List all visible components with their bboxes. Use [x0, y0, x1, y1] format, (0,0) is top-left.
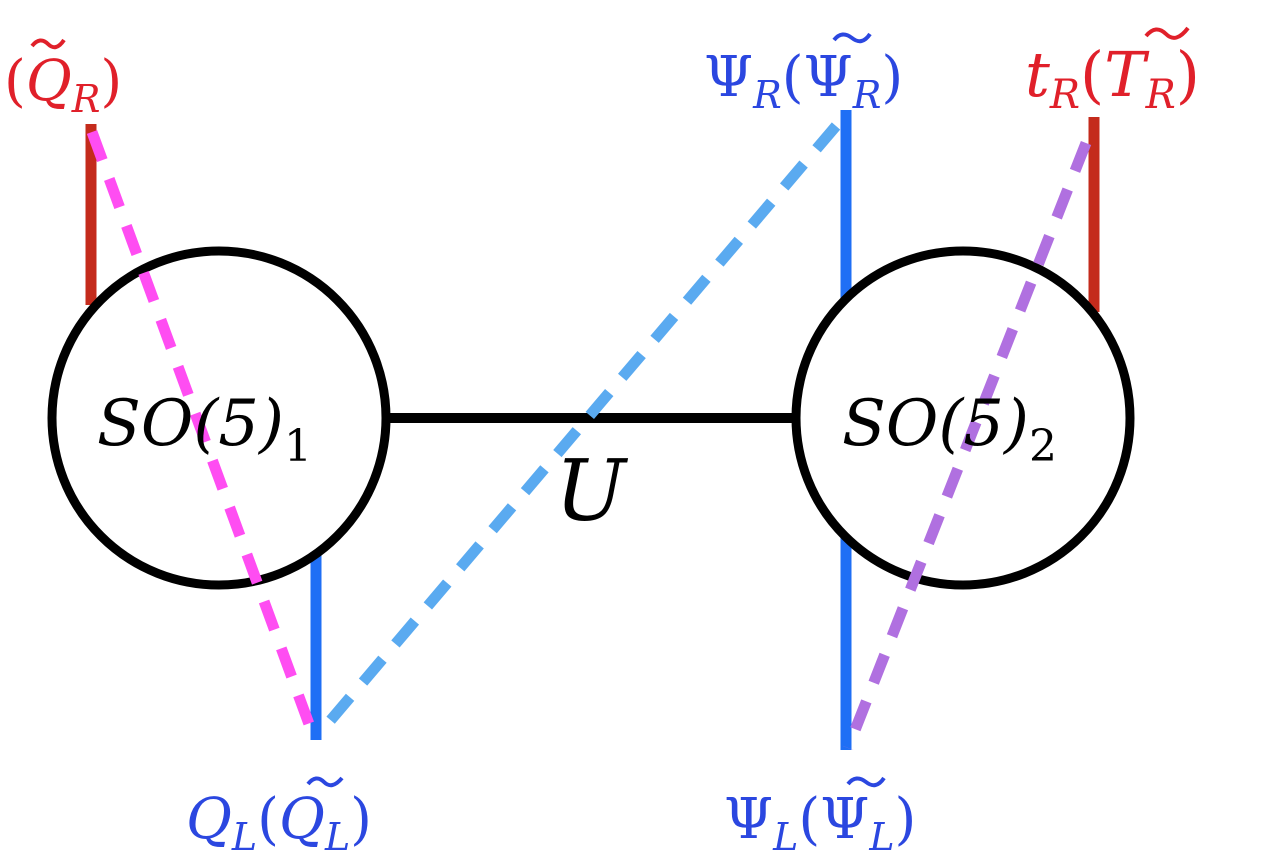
node-so5-2 — [791, 246, 1135, 590]
field-label-psi-r: ΨR(ΨR) — [704, 32, 903, 117]
tilde-mark — [846, 776, 886, 788]
field-label-psi-l: ΨL(ΨL) — [724, 776, 916, 859]
violet-dashed-line — [842, 140, 1092, 751]
link-label-u: U — [555, 442, 629, 540]
tilde-mark — [832, 32, 872, 44]
svg-text:ΨL(ΨL): ΨL(ΨL) — [724, 787, 916, 859]
svg-text:tR(TR): tR(TR) — [1025, 38, 1200, 118]
tilde-mark — [30, 38, 66, 50]
tilde-mark — [1144, 26, 1190, 40]
node-so5-1 — [47, 246, 391, 590]
field-label-t-r: tR(TR) — [1025, 26, 1200, 118]
field-label-qr-tilde: (QR) — [4, 38, 122, 121]
lightblue-dashed-line — [313, 122, 841, 739]
node-label-so5-1: SO(5)1 — [97, 387, 312, 472]
node-label-so5-2: SO(5)2 — [842, 387, 1057, 472]
magenta-dashed-line — [86, 130, 319, 737]
svg-text:ΨR(ΨR): ΨR(ΨR) — [704, 45, 903, 117]
svg-text:QL(QL): QL(QL) — [186, 787, 372, 859]
svg-text:(QR): (QR) — [4, 49, 122, 121]
field-label-q-l: QL(QL) — [186, 776, 372, 859]
tilde-mark — [306, 776, 344, 788]
